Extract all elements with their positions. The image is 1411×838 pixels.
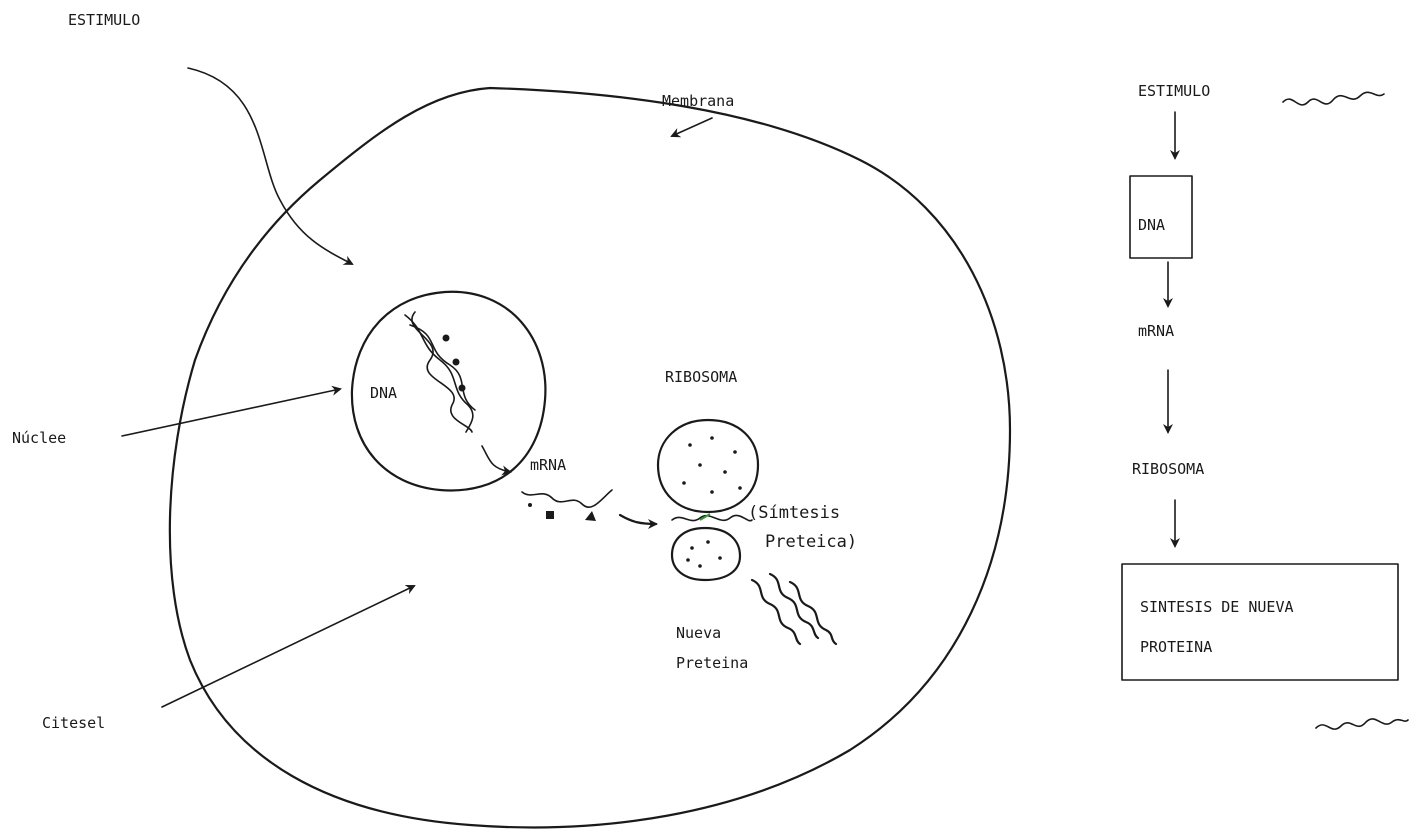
flow-bottom-squiggle	[1316, 719, 1408, 729]
dna-label: DNA	[370, 384, 397, 402]
flow-step-mrna: mRNA	[1138, 322, 1174, 340]
stimulus-arrow	[188, 68, 352, 264]
new-protein-strands	[752, 574, 836, 644]
mrna-marker-dot	[528, 503, 532, 507]
membrane-label: Membrana	[662, 92, 734, 110]
flow-step-dna: DNA	[1138, 216, 1165, 234]
cytosol-pointer	[162, 586, 414, 707]
mrna-marker-triangle	[585, 511, 596, 521]
nucleus-label: Núclee	[12, 429, 66, 447]
synthesis-label-line2: Preteica)	[765, 532, 857, 552]
cytosol-label: Citesel	[42, 714, 105, 732]
new-protein-line1: Nueva	[676, 624, 721, 642]
stimulus-label: ESTIMULO	[68, 11, 140, 29]
mrna-to-ribosome-arrow	[620, 515, 656, 524]
mrna-label: mRNA	[530, 456, 566, 474]
nucleus-pointer	[122, 389, 340, 436]
flow-step-synthesis-line1: SINTESIS DE NUEVA	[1140, 598, 1294, 616]
ribosome-label: RIBOSOMA	[665, 368, 737, 386]
mrna-marker-square	[546, 511, 554, 519]
flow-step-stimulus: ESTIMULO	[1138, 82, 1210, 100]
flow-step-ribosome: RIBOSOMA	[1132, 460, 1204, 478]
flow-step-synthesis-line2: PROTEINA	[1140, 638, 1212, 656]
dna-helix	[405, 312, 475, 432]
flow-synthesis-box	[1122, 564, 1398, 680]
new-protein-line2: Preteina	[676, 654, 748, 672]
mrna-strand	[522, 490, 612, 507]
cell-membrane	[170, 88, 1010, 827]
ribosome	[658, 420, 758, 580]
dna-to-mrna-arrow	[482, 446, 510, 472]
synthesis-label-line1: (Símtesis	[748, 503, 840, 523]
membrane-pointer	[672, 118, 712, 136]
flow-stimulus-squiggle	[1283, 92, 1384, 105]
